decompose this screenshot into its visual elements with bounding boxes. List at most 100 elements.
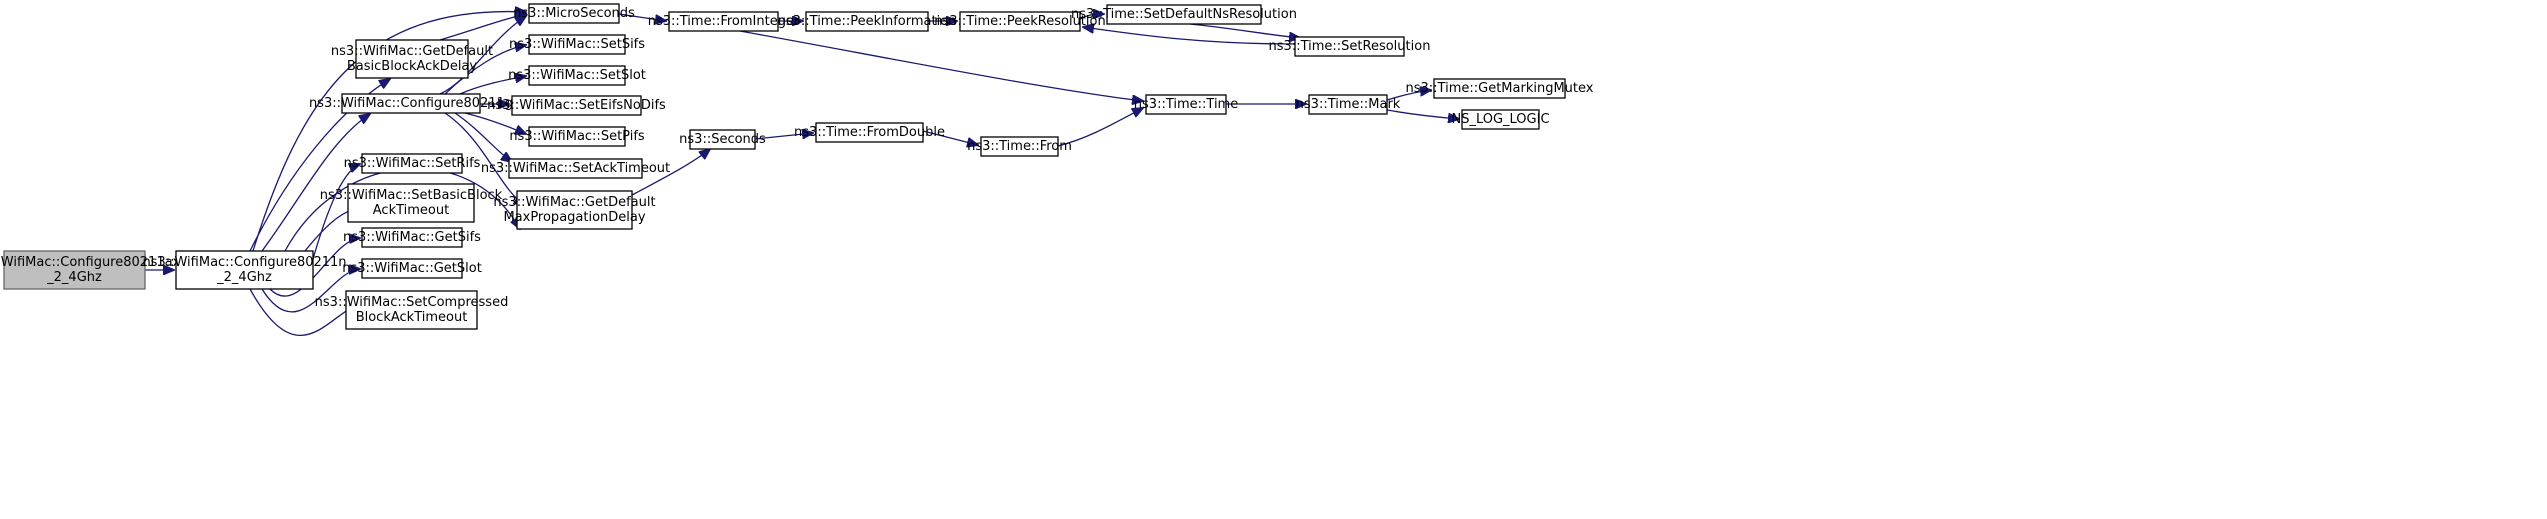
node-getslot[interactable]: ns3::WifiMac::GetSlot: [342, 258, 482, 279]
node-label: AckTimeout: [373, 203, 449, 218]
edge-c80211g-to-setsifs: [444, 45, 526, 95]
node-peekinfo[interactable]: ns3::Time::PeekInformation: [778, 11, 957, 32]
edge-c80211g-to-setslot: [459, 76, 526, 95]
node-box: [805, 11, 929, 32]
node-setres[interactable]: ns3::Time::SetResolution: [1269, 36, 1431, 57]
node-box: [341, 93, 481, 114]
node-c80211n[interactable]: ns3::WifiMac::Configure80211n_2_4Ghz: [142, 250, 347, 290]
node-microseconds[interactable]: ns3::MicroSeconds: [513, 3, 635, 24]
node-frominteger[interactable]: ns3::Time::FromInteger: [648, 11, 800, 32]
node-getdefaultmax[interactable]: ns3::WifiMac::GetDefaultMaxPropagationDe…: [493, 190, 656, 230]
node-getdefaultbasic[interactable]: ns3::WifiMac::GetDefaultBasicBlockAckDel…: [331, 39, 493, 79]
edge-c80211n-to-getdefaultbasic: [249, 79, 390, 252]
node-setdefaultns[interactable]: ns3::Time::SetDefaultNsResolution: [1071, 4, 1297, 25]
edge-setres-to-peekres: [1083, 27, 1296, 45]
node-fromdouble[interactable]: ns3::Time::FromDouble: [794, 122, 945, 143]
node-box: [980, 136, 1059, 157]
node-label: BasicBlockAckDelay: [347, 59, 478, 74]
node-label: ns3::WifiMac::Configure80211n: [142, 255, 346, 270]
edge-setdefaultns-to-setres: [1189, 23, 1300, 38]
node-box: [361, 258, 463, 279]
node-box: [3, 250, 146, 290]
node-label: ns3::Time::FromDouble: [794, 125, 945, 140]
edges-layer: [145, 12, 1459, 337]
node-box: [347, 183, 475, 223]
node-label: ns3::WifiMac::GetDefault: [493, 195, 655, 210]
node-label: ns3::WifiMac::SetPifs: [509, 129, 645, 144]
edge-c80211n-to-getslot: [261, 269, 360, 313]
node-box: [1145, 94, 1227, 115]
node-label: ns3::Time::PeekResolution: [934, 14, 1105, 29]
node-root: ns3::WifiMac::Configure80211ax_2_4Ghz: [0, 250, 181, 290]
edge-c80211g-to-microseconds: [439, 16, 526, 95]
node-setsifs[interactable]: ns3::WifiMac::SetSifs: [509, 34, 645, 55]
node-label: _2_4Ghz: [46, 270, 102, 285]
node-box: [1308, 94, 1388, 115]
node-box: [815, 122, 924, 143]
node-box: [959, 11, 1081, 32]
node-seconds[interactable]: ns3::Seconds: [679, 129, 766, 150]
node-box: [1294, 36, 1405, 57]
edge-seconds-to-fromdouble: [754, 133, 813, 140]
node-label: ns3::WifiMac::SetEifsNoDifs: [487, 98, 666, 113]
edge-c80211n-to-microseconds: [252, 12, 526, 252]
edge-c80211n-to-setrifs: [312, 164, 360, 260]
nodes-layer: ns3::WifiMac::Configure80211ax_2_4Ghzns3…: [0, 3, 1594, 330]
node-label: ns3::Time::FromInteger: [648, 14, 800, 29]
node-box: [355, 39, 469, 79]
node-label: ns3::WifiMac::SetBasicBlock: [320, 188, 503, 203]
node-label: ns3::WifiMac::GetDefault: [331, 44, 493, 59]
node-box: [345, 290, 478, 330]
edge-microseconds-to-frominteger: [618, 13, 666, 21]
node-label: NS_LOG_LOGIC: [1451, 112, 1549, 127]
node-label: ns3::WifiMac::SetSlot: [508, 68, 646, 83]
node-label: BlockAckTimeout: [356, 310, 468, 325]
node-box: [175, 250, 314, 290]
node-label: ns3::WifiMac::Configure80211ax: [0, 255, 181, 270]
node-label: ns3::Time::PeekInformation: [778, 14, 957, 29]
node-label: ns3::WifiMac::GetSifs: [343, 230, 481, 245]
node-setpifs[interactable]: ns3::WifiMac::SetPifs: [509, 126, 645, 147]
node-label: ns3::WifiMac::SetCompressed: [315, 295, 509, 310]
node-time[interactable]: ns3::Time::Time: [1134, 94, 1238, 115]
node-box: [508, 158, 643, 179]
node-setrifs[interactable]: ns3::WifiMac::SetRifs: [344, 153, 481, 174]
node-seteifs[interactable]: ns3::WifiMac::SetEifsNoDifs: [487, 95, 666, 116]
edge-c80211g-to-setpifs: [464, 112, 526, 134]
node-box: [1433, 78, 1566, 99]
node-label: _2_4Ghz: [216, 270, 272, 285]
node-box: [361, 153, 463, 174]
node-label: ns3::Time::GetMarkingMutex: [1406, 81, 1594, 96]
node-label: MaxPropagationDelay: [503, 210, 645, 225]
node-label: ns3::MicroSeconds: [513, 6, 635, 21]
node-box: [361, 227, 463, 248]
node-nslog[interactable]: NS_LOG_LOGIC: [1451, 109, 1550, 130]
node-peekres[interactable]: ns3::Time::PeekResolution: [934, 11, 1106, 32]
edge-fromdouble-to-from: [922, 130, 978, 145]
node-label: ns3::Seconds: [679, 132, 766, 147]
node-label: ns3::WifiMac::SetAckTimeout: [481, 161, 670, 176]
edge-peekres-to-setdefaultns: [1079, 14, 1104, 20]
node-getmarking[interactable]: ns3::Time::GetMarkingMutex: [1406, 78, 1594, 99]
node-mark[interactable]: ns3::Time::Mark: [1296, 94, 1401, 115]
node-from[interactable]: ns3::Time::From: [967, 136, 1072, 157]
edge-mark-to-nslog: [1386, 109, 1459, 119]
node-box: [511, 95, 642, 116]
node-box: [528, 126, 626, 147]
node-box: [528, 3, 620, 24]
node-box: [689, 129, 756, 150]
node-label: ns3::Time::From: [967, 139, 1072, 154]
node-setacktimeout[interactable]: ns3::WifiMac::SetAckTimeout: [481, 158, 670, 179]
edge-c80211g-to-setacktimeout: [454, 112, 512, 162]
node-box: [516, 190, 633, 230]
node-box: [668, 11, 779, 32]
edge-c80211n-to-c80211g: [261, 114, 370, 252]
node-setslot[interactable]: ns3::WifiMac::SetSlot: [508, 65, 646, 86]
node-setcompressed[interactable]: ns3::WifiMac::SetCompressedBlockAckTimeo…: [315, 290, 509, 330]
node-getsifs[interactable]: ns3::WifiMac::GetSifs: [343, 227, 481, 248]
edge-from-to-time: [1057, 108, 1143, 147]
node-c80211g[interactable]: ns3::WifiMac::Configure80211g: [309, 93, 513, 114]
edge-frominteger-to-time: [739, 30, 1143, 101]
node-label: ns3::Time::SetDefaultNsResolution: [1071, 7, 1297, 22]
